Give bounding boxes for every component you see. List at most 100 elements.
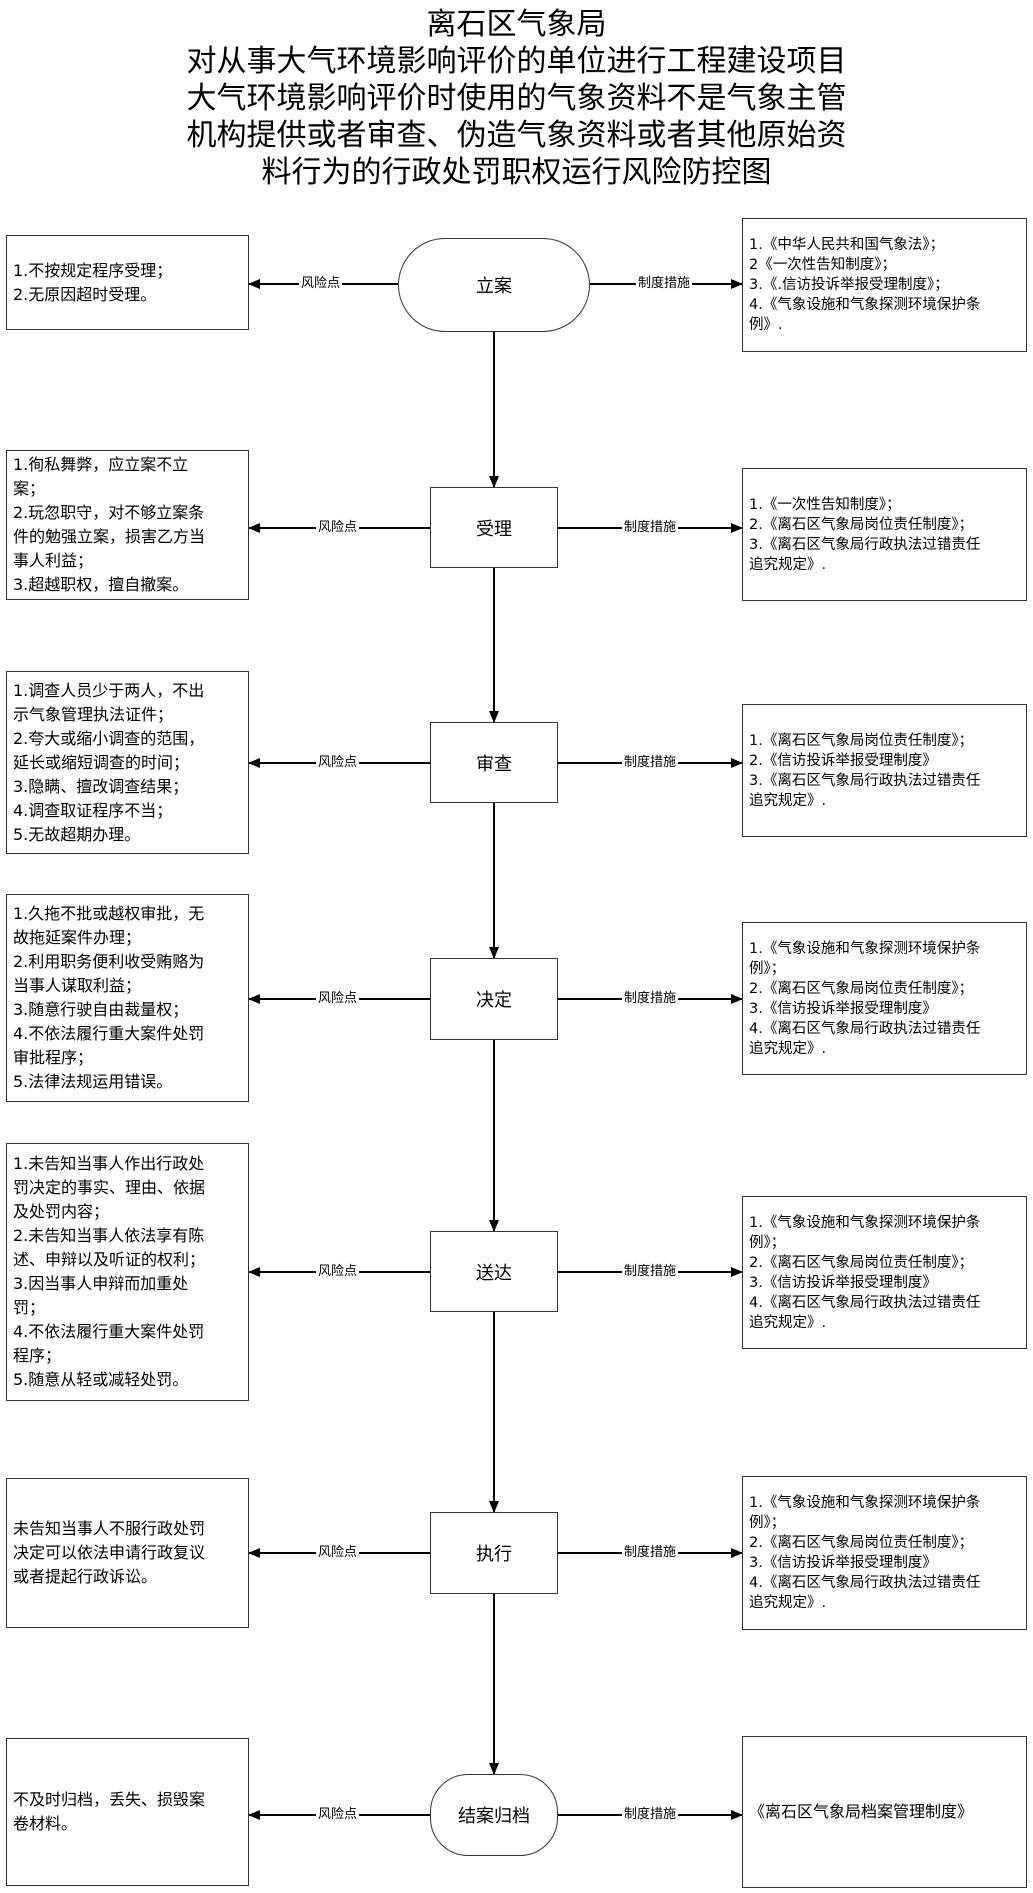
risk-text: 案； — [13, 479, 46, 498]
diagram-title: 离石区气象局 对从事大气环境影响评价的单位进行工程建设项目 大气环境影响评价时使… — [0, 6, 1033, 191]
risk-text: 述、申辩以及听证的权利； — [13, 1250, 206, 1269]
measure-text: 3.《信访投诉举报受理制度》 — [749, 1274, 937, 1291]
measure-text: 2.《离石区气象局岗位责任制度》； — [749, 980, 974, 997]
title-line: 离石区气象局 — [426, 7, 607, 42]
risk-text: 未告知当事人不服行政处罚 — [13, 1519, 206, 1538]
risk-text: 不及时归档，丢失、损毁案 — [13, 1790, 206, 1809]
risk-text: 示气象管理执法证件； — [13, 704, 174, 724]
risk-box: 不及时归档，丢失、损毁案 卷材料。 — [6, 1738, 249, 1886]
title-line: 大气环境影响评价时使用的气象资料不是气象主管 — [186, 81, 847, 116]
risk-text: 4.调查取证程序不当； — [13, 800, 173, 820]
stage-node: 审查 — [430, 722, 558, 803]
title-line: 机构提供或者审查、伪造气象资料或者其他原始资 — [186, 118, 847, 153]
risk-text: 罚决定的事实、理由、依据 — [13, 1178, 206, 1197]
risk-text: 罚； — [13, 1298, 46, 1317]
measure-text: 3.《离石区气象局行政执法过错责任 — [749, 772, 981, 789]
measure-text: 4.《离石区气象局行政执法过错责任 — [749, 1020, 981, 1037]
measure-text: 3.《.信访投诉举报受理制度》； — [749, 277, 949, 293]
measure-text: 1.《中华人民共和国气象法》； — [749, 237, 945, 253]
risk-text: 审批程序； — [13, 1048, 94, 1067]
measure-text: 1.《气象设施和气象探测环境保护条 — [749, 940, 981, 957]
measure-text: 追究规定》. — [749, 1314, 827, 1331]
risk-text: 1.久拖不批或越权审批，无 — [13, 904, 205, 923]
risk-text: 3.随意行驶自由裁量权； — [13, 1000, 189, 1019]
measure-box: 1.《气象设施和气象探测环境保护条 例》； 2.《离石区气象局岗位责任制度》； … — [742, 1476, 1027, 1630]
risk-text: 2.未告知当事人依法享有陈 — [13, 1226, 205, 1245]
measure-label: 制度措施 — [622, 1807, 679, 1823]
risk-box: 1.不按规定程序受理； 2.无原因超时受理。 — [6, 235, 249, 330]
stage-node: 决定 — [430, 958, 558, 1040]
measure-box: 《离石区气象局档案管理制度》 — [742, 1736, 1027, 1888]
risk-text: 决定可以依法申请行政复议 — [13, 1543, 206, 1562]
measure-text: 例》； — [749, 1234, 786, 1251]
risk-label: 风险点 — [316, 1264, 360, 1280]
measure-text: 2.《离石区气象局岗位责任制度》； — [749, 516, 974, 533]
measure-text: 4.《离石区气象局行政执法过错责任 — [749, 1575, 981, 1591]
measure-text: 1.《离石区气象局岗位责任制度》； — [749, 732, 974, 749]
measure-text: 追究规定》. — [749, 556, 827, 573]
measure-text: 2.《信访投诉举报受理制度》 — [749, 752, 937, 769]
risk-text: 1.调查人员少于两人，不出 — [13, 680, 205, 700]
stage-node: 执行 — [430, 1512, 558, 1594]
measure-text: 例》； — [749, 1515, 786, 1531]
measure-label: 制度措施 — [622, 1545, 679, 1561]
risk-text: 件的勉强立案，损害乙方当 — [13, 527, 206, 546]
title-line: 料行为的行政处罚职权运行风险防控图 — [261, 155, 772, 190]
risk-text: 1.徇私舞弊，应立案不立 — [13, 455, 189, 474]
risk-box: 1.久拖不批或越权审批，无 故拖延案件办理； 2.利用职务便利收受贿赂为 当事人… — [6, 894, 249, 1102]
risk-text: 2.利用职务便利收受贿赂为 — [13, 952, 205, 971]
title-line: 对从事大气环境影响评价的单位进行工程建设项目 — [186, 44, 847, 79]
risk-text: 1.未告知当事人作出行政处 — [13, 1154, 205, 1173]
risk-text: 程序； — [13, 1346, 62, 1365]
risk-text: 当事人谋取利益； — [13, 976, 142, 995]
measure-text: 《离石区气象局档案管理制度》 — [749, 1802, 974, 1821]
risk-box: 未告知当事人不服行政处罚 决定可以依法申请行政复议 或者提起行政诉讼。 — [6, 1478, 249, 1628]
risk-label: 风险点 — [316, 1545, 360, 1561]
measure-text: 3.《信访投诉举报受理制度》 — [749, 1555, 937, 1571]
measure-box: 1.《气象设施和气象探测环境保护条 例》； 2.《离石区气象局岗位责任制度》； … — [742, 1196, 1027, 1349]
measure-text: 3.《信访投诉举报受理制度》 — [749, 1000, 937, 1017]
risk-text: 3.超越职权，擅自撤案。 — [13, 575, 189, 594]
measure-box: 1.《离石区气象局岗位责任制度》； 2.《信访投诉举报受理制度》 3.《离石区气… — [742, 704, 1027, 837]
risk-text: 延长或缩短调查的时间； — [13, 752, 190, 772]
measure-text: 2《一次性告知制度》； — [749, 257, 896, 273]
measure-text: 4.《气象设施和气象探测环境保护条 — [749, 297, 981, 313]
risk-text: 3.因当事人申辩而加重处 — [13, 1274, 189, 1293]
risk-text: 或者提起行政诉讼。 — [13, 1567, 158, 1586]
stage-node: 立案 — [398, 238, 590, 332]
measure-box: 1.《一次性告知制度》； 2.《离石区气象局岗位责任制度》； 3.《离石区气象局… — [742, 468, 1027, 601]
risk-text: 2.无原因超时受理。 — [13, 284, 157, 304]
measure-label: 制度措施 — [622, 1264, 679, 1280]
risk-text: 4.不依法履行重大案件处罚 — [13, 1024, 205, 1043]
risk-text: 故拖延案件办理； — [13, 928, 142, 947]
risk-box: 1.未告知当事人作出行政处 罚决定的事实、理由、依据 及处罚内容； 2.未告知当… — [6, 1143, 249, 1401]
risk-text: 及处罚内容； — [13, 1202, 110, 1221]
measure-text: 1.《一次性告知制度》； — [749, 496, 901, 513]
risk-text: 5.随意从轻或减轻处罚。 — [13, 1370, 189, 1389]
measure-text: 追究规定》. — [749, 1595, 827, 1611]
measure-text: 3.《离石区气象局行政执法过错责任 — [749, 536, 981, 553]
measure-text: 1.《气象设施和气象探测环境保护条 — [749, 1495, 981, 1511]
measure-text: 追究规定》. — [749, 792, 827, 809]
risk-label: 风险点 — [316, 1807, 360, 1823]
risk-box: 1.调查人员少于两人，不出 示气象管理执法证件； 2.夸大或缩小调查的范围， 延… — [6, 671, 249, 854]
risk-text: 卷材料。 — [13, 1814, 78, 1833]
risk-text: 事人利益； — [13, 551, 94, 570]
measure-text: 2.《离石区气象局岗位责任制度》； — [749, 1535, 974, 1551]
measure-box: 1.《气象设施和气象探测环境保护条 例》； 2.《离石区气象局岗位责任制度》； … — [742, 922, 1027, 1075]
risk-box: 1.徇私舞弊，应立案不立 案； 2.玩忽职守，对不够立案条 件的勉强立案，损害乙… — [6, 450, 249, 600]
risk-text: 5.法律法规运用错误。 — [13, 1072, 173, 1091]
measure-text: 例》. — [749, 317, 783, 333]
measure-text: 例》； — [749, 960, 786, 977]
measure-text: 2.《离石区气象局岗位责任制度》； — [749, 1254, 974, 1271]
risk-label: 风险点 — [316, 991, 360, 1007]
risk-text: 2.玩忽职守，对不够立案条 — [13, 503, 205, 522]
measure-text: 1.《气象设施和气象探测环境保护条 — [749, 1214, 981, 1231]
risk-text: 1.不按规定程序受理； — [13, 260, 173, 280]
risk-text: 3.隐瞒、擅改调查结果； — [13, 776, 189, 796]
risk-text: 4.不依法履行重大案件处罚 — [13, 1322, 205, 1341]
risk-text: 2.夸大或缩小调查的范围， — [13, 728, 205, 748]
stage-node: 送达 — [430, 1231, 558, 1312]
risk-label: 风险点 — [316, 520, 360, 536]
measure-text: 4.《离石区气象局行政执法过错责任 — [749, 1294, 981, 1311]
